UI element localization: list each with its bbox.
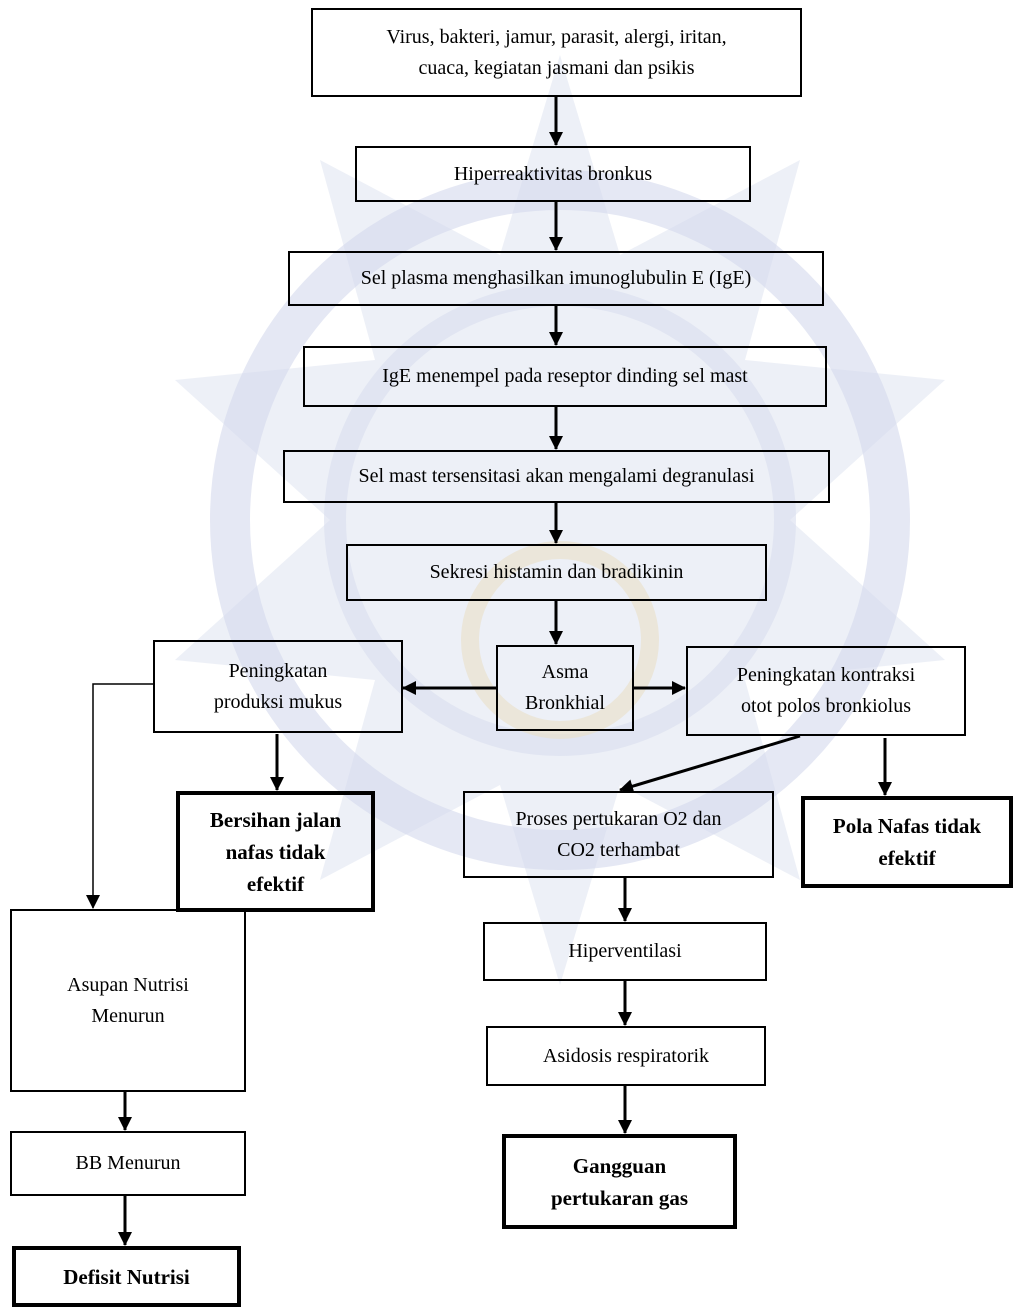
- node-respiratory-acidosis: Asidosis respiratorik: [486, 1026, 766, 1086]
- node-mucus-production-label: Peningkatan produksi mukus: [213, 659, 343, 713]
- arrow-n9-n11: [619, 734, 801, 793]
- node-ige-mast-binding-label: IgE menempel pada reseptor dinding sel m…: [382, 365, 748, 387]
- node-bronchial-hyperreactivity-label: Hiperreaktivitas bronkus: [453, 162, 653, 185]
- node-weight-loss: BB Menurun: [10, 1131, 246, 1196]
- node-bronchial-hyperreactivity: Hiperreaktivitas bronkus: [355, 146, 751, 202]
- node-smooth-muscle-contraction-label: Peningkatan kontraksi otot polos bronkio…: [736, 664, 916, 717]
- node-nutrition-intake-label: Asupan Nutrisi Menurun: [67, 973, 189, 1027]
- node-histamine-secretion-label: Sekresi histamin dan bradikinin: [429, 561, 684, 583]
- node-nutrition-deficit: Defisit Nutrisi: [12, 1246, 241, 1307]
- connector-n8-n16: [86, 683, 153, 909]
- node-causes: Virus, bakteri, jamur, parasit, alergi, …: [311, 8, 802, 97]
- node-mast-degranulation-label: Sel mast tersensitasi akan mengalami deg…: [358, 465, 755, 487]
- node-bronchial-asthma-label: Asma Bronkhial: [525, 661, 605, 714]
- node-respiratory-acidosis-label: Asidosis respiratorik: [542, 1044, 710, 1067]
- node-breathing-pattern: Pola Nafas tidak efektif: [801, 796, 1013, 888]
- node-mucus-production: Peningkatan produksi mukus: [153, 640, 403, 733]
- node-causes-label: Virus, bakteri, jamur, parasit, alergi, …: [386, 25, 727, 79]
- node-smooth-muscle-contraction: Peningkatan kontraksi otot polos bronkio…: [686, 646, 966, 736]
- watermark-ring-outer: [210, 170, 910, 870]
- watermark-ring-inner: [324, 284, 796, 756]
- node-ige-production-label: Sel plasma menghasilkan imunoglubulin E …: [360, 267, 752, 289]
- node-gas-exchange-disorder-label: Gangguan pertukaran gas: [550, 1153, 689, 1210]
- node-gas-exchange-process: Proses pertukaran O2 dan CO2 terhambat: [463, 791, 774, 878]
- node-breathing-pattern-label: Pola Nafas tidak efektif: [832, 814, 982, 870]
- node-ige-mast-binding: IgE menempel pada reseptor dinding sel m…: [303, 346, 827, 407]
- node-histamine-secretion: Sekresi histamin dan bradikinin: [346, 544, 767, 601]
- node-gas-exchange-process-label: Proses pertukaran O2 dan CO2 terhambat: [515, 807, 722, 861]
- node-mast-degranulation: Sel mast tersensitasi akan mengalami deg…: [283, 450, 830, 503]
- node-bronchial-asthma: Asma Bronkhial: [496, 645, 634, 731]
- node-nutrition-deficit-label: Defisit Nutrisi: [63, 1264, 190, 1289]
- node-airway-clearance-label: Bersihan jalan nafas tidak efektif: [209, 807, 342, 896]
- watermark-star-icon: [175, 55, 945, 985]
- node-nutrition-intake: Asupan Nutrisi Menurun: [10, 909, 246, 1092]
- node-hyperventilation-label: Hiperventilasi: [568, 940, 682, 962]
- node-airway-clearance: Bersihan jalan nafas tidak efektif: [176, 791, 375, 912]
- node-ige-production: Sel plasma menghasilkan imunoglubulin E …: [288, 251, 824, 306]
- node-hyperventilation: Hiperventilasi: [483, 922, 767, 981]
- node-gas-exchange-disorder: Gangguan pertukaran gas: [502, 1134, 737, 1229]
- node-weight-loss-label: BB Menurun: [75, 1152, 181, 1174]
